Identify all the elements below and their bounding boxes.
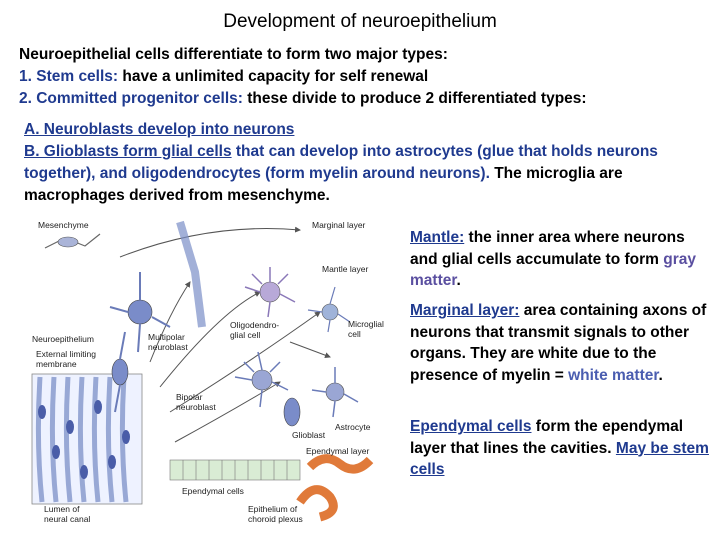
glial-description: that can develop into astrocytes (glue t… [24, 143, 658, 182]
stem-cells-link[interactable]: May be stem cells [410, 439, 709, 479]
microglia-description: The microglia are macrophages derived fr… [24, 165, 623, 204]
intro-text: Neuroepithelial cells differentiate to f… [19, 44, 709, 110]
progenitor-text: these divide to produce 2 differentiated… [242, 90, 587, 107]
marginal-description: Marginal layer: area containing axons of… [410, 302, 707, 384]
marginal-text: area containing axons of neurons that tr… [410, 302, 707, 384]
mantle-description: Mantle: the inner area where neurons and… [410, 229, 696, 290]
neuroepithelium-column-illustration [31, 373, 143, 505]
label-oligo-2: glial cell [230, 330, 260, 340]
label-microglial-1: Microglial [348, 319, 384, 329]
label-multipolar-2: neuroblast [148, 342, 188, 352]
label-mesenchyme: Mesenchyme [38, 220, 89, 230]
label-astrocyte: Astrocyte [335, 422, 371, 432]
stem-cells-line: 1. Stem cells: have a unlimited capacity… [19, 66, 709, 88]
slide-title: Development of neuroepithelium [223, 11, 497, 32]
label-glioblast: Glioblast [292, 430, 326, 440]
label-external-1: External limiting [36, 349, 96, 359]
label-choroid-1: Epithelium of [248, 504, 298, 514]
cell-types: A. Neuroblasts develop into neurons B. G… [24, 119, 704, 207]
marginal-term[interactable]: Marginal layer: [410, 302, 520, 319]
differentiation-arrows [119, 226, 331, 443]
glioblasts-text: B. Glioblasts form glial cells that can … [24, 141, 704, 207]
mantle-term[interactable]: Mantle: [410, 229, 465, 246]
label-microglial-2: cell [348, 329, 361, 339]
mantle-text: the inner area where neurons and glial c… [410, 229, 685, 268]
intro-line: Neuroepithelial cells differentiate to f… [19, 46, 448, 63]
label-ependymal-cells: Ependymal cells [182, 486, 244, 496]
white-matter-term: white matter [568, 366, 659, 384]
neuroepithelium-diagram: Mesenchyme Marginal layer Mantle layer N… [31, 220, 384, 524]
stem-cells-term: 1. Stem cells: [19, 68, 119, 85]
label-marginal-layer: Marginal layer [312, 220, 366, 230]
ependymal-layer-illustration [169, 454, 374, 522]
neuroblast-cells-illustration [109, 220, 206, 413]
stem-cells-text: have a unlimited capacity for self renew… [118, 68, 429, 85]
progenitor-line: 2. Committed progenitor cells: these div… [19, 88, 709, 110]
glioblasts-link[interactable]: B. Glioblasts form glial cells [24, 143, 232, 160]
label-external-2: membrane [36, 359, 77, 369]
mesenchyme-cell-illustration [44, 233, 101, 249]
progenitor-term: 2. Committed progenitor cells: [19, 90, 243, 107]
glial-cells-illustration [234, 267, 359, 427]
label-lumen-2: neural canal [44, 514, 90, 524]
label-neuroepithelium: Neuroepithelium [32, 334, 94, 344]
ependymal-text: form the ependymal layer that lines the … [410, 418, 684, 457]
ependymal-description: Ependymal cells form the ependymal layer… [410, 416, 710, 481]
label-oligo-1: Oligodendro- [230, 320, 279, 330]
ependymal-term[interactable]: Ependymal cells [410, 418, 532, 435]
gray-matter-term: gray matter [410, 250, 696, 290]
label-ependymal-layer: Ependymal layer [306, 446, 369, 456]
label-bipolar-2: neuroblast [176, 402, 216, 412]
label-choroid-2: choroid plexus [248, 514, 303, 524]
label-multipolar-1: Multipolar [148, 332, 185, 342]
label-bipolar-1: Bipolar [176, 392, 203, 402]
neuroblasts-link[interactable]: A. Neuroblasts develop into neurons [24, 121, 295, 138]
label-mantle-layer: Mantle layer [322, 264, 368, 274]
label-lumen-1: Lumen of [44, 504, 80, 514]
